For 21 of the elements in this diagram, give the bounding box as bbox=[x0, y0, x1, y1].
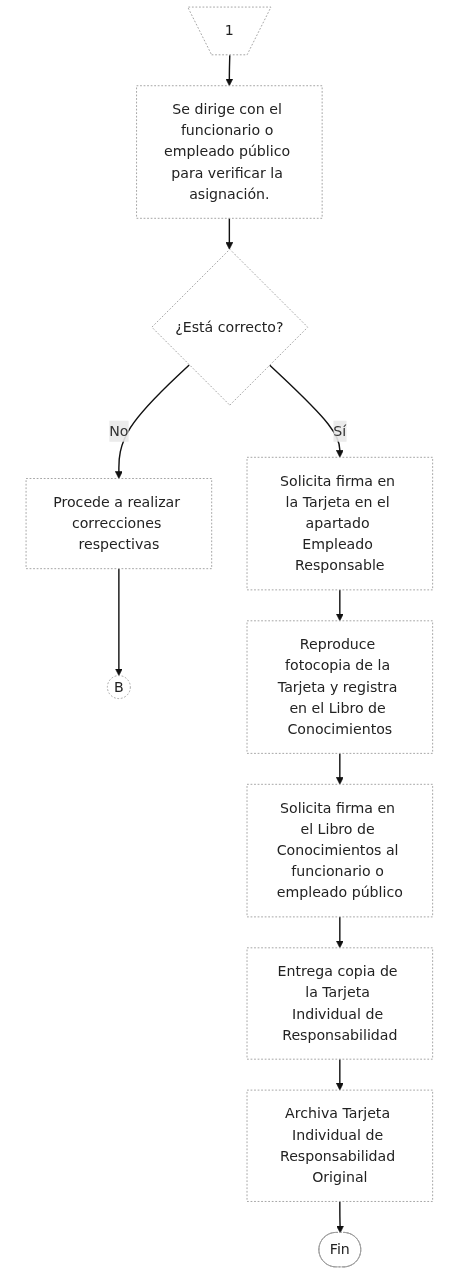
arrow bbox=[335, 1200, 344, 1234]
arrow bbox=[335, 1058, 344, 1091]
edge-label: No bbox=[108, 422, 129, 440]
arrow bbox=[335, 752, 344, 785]
node-box: Solicita firma en el Libro de Conocimientos al funcionario o empleado público bbox=[246, 783, 433, 918]
arrow bbox=[335, 916, 344, 949]
node-diamond: ¿Está correcto? bbox=[151, 248, 308, 406]
arrow bbox=[114, 364, 190, 479]
arrow bbox=[114, 567, 123, 676]
arrow bbox=[335, 589, 344, 622]
node-circle: B bbox=[106, 675, 131, 700]
node-box: Se dirige con el funcionario o empleado público para verificar la asignación. bbox=[135, 85, 323, 219]
node-box: Solicita firma en la Tarjeta en el apartado Empleado Responsable bbox=[246, 456, 433, 591]
arrow bbox=[268, 364, 344, 458]
node-box: Archiva Tarjeta Individual de Responsabilidad Original bbox=[246, 1089, 433, 1202]
arrow bbox=[225, 217, 233, 250]
edge-label: Sí bbox=[333, 422, 346, 440]
node-box: Entrega copia de la Tarjeta Individual de Responsabilidad bbox=[246, 947, 433, 1060]
arrow bbox=[225, 54, 233, 87]
node-box: Procede a realizar correcciones respectivas bbox=[25, 478, 212, 570]
node-box: Reproduce fotocopia de la Tarjeta y registra en el Libro de Conocimientos bbox=[246, 620, 433, 754]
